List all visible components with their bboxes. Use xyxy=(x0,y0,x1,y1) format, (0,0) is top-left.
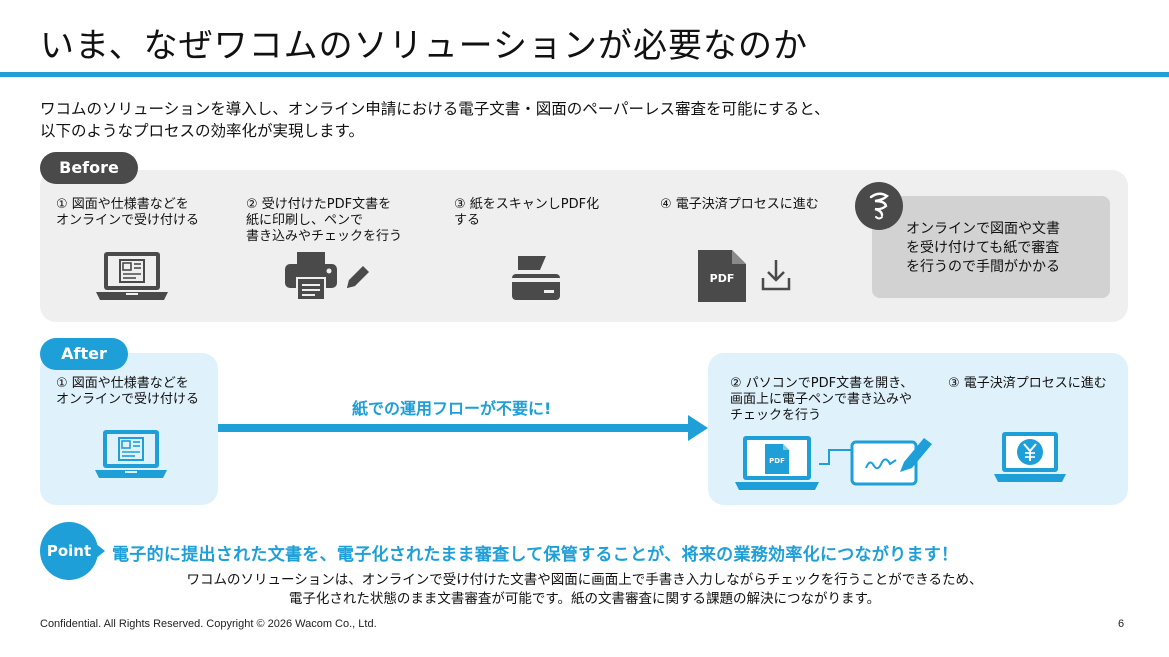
before-label: Before xyxy=(40,152,138,184)
pen-tablet-icon xyxy=(850,432,936,488)
flow-text: 紙での運用フローが不要に! xyxy=(352,399,552,418)
before-step-4: ④ 電子決済プロセスに進む xyxy=(660,197,819,213)
point-badge-tip xyxy=(95,543,105,559)
pdf-label: PDF xyxy=(709,272,735,285)
confused-face-icon xyxy=(855,182,903,230)
step-text: チェックを行う xyxy=(730,408,822,423)
after-panel-left xyxy=(40,353,218,505)
step-text: 書き込みやチェックを行う xyxy=(246,229,403,244)
point-headline: 電子的に提出された文書を、電子化されたまま審査して保管することが、将来の業務効率… xyxy=(112,545,959,565)
flow-arrow xyxy=(218,424,690,432)
step-text: する xyxy=(454,213,481,228)
pdf-label: PDF xyxy=(769,457,785,465)
note-line: を行うので手間がかかる xyxy=(906,259,1060,275)
laptop-yen-icon xyxy=(994,430,1066,486)
after-label: After xyxy=(40,338,128,370)
intro-line-1: ワコムのソリューションを導入し、オンライン申請における電子文書・図面のペーパーレ… xyxy=(40,100,830,118)
scanner-icon xyxy=(512,256,560,300)
note-line: を受け付けても紙で審査 xyxy=(906,240,1060,256)
flow-arrow-head xyxy=(688,415,708,441)
problem-note xyxy=(872,196,1110,298)
step-text: オンラインで受け付ける xyxy=(56,213,200,228)
problem-note-text: オンラインで図面や文書 を受け付けても紙で審査 を行うので手間がかかる xyxy=(906,220,1060,277)
point-badge: Point xyxy=(40,522,98,580)
point-body-line: ワコムのソリューションは、オンラインで受け付けた文書や図面に画面上で手書き入力し… xyxy=(186,572,983,588)
download-icon xyxy=(760,258,792,292)
printer-icon xyxy=(285,252,337,300)
step-text: ② パソコンでPDF文書を開き、 xyxy=(730,376,914,391)
before-step-3: ③ 紙をスキャンしPDF化 する xyxy=(454,197,599,229)
laptop-drawing-icon xyxy=(96,250,168,302)
page-number: 6 xyxy=(1118,618,1125,630)
laptop-drawing-icon xyxy=(95,428,167,480)
before-step-2: ② 受け付けたPDF文書を 紙に印刷し、ペンで 書き込みやチェックを行う xyxy=(246,197,402,245)
copyright-footer: Confidential. All Rights Reserved. Copyr… xyxy=(40,618,377,630)
step-text: ① 図面や仕様書などを xyxy=(56,376,189,391)
after-step-3: ③ 電子決済プロセスに進む xyxy=(948,376,1107,392)
after-step-1: ① 図面や仕様書などを オンラインで受け付ける xyxy=(56,376,199,408)
intro-line-2: 以下のようなプロセスの効率化が実現します。 xyxy=(40,122,364,140)
laptop-pdf-icon: PDF xyxy=(735,434,819,492)
pen-icon xyxy=(343,262,373,292)
page-title: いま、なぜワコムのソリューションが必要なのか xyxy=(40,26,808,66)
step-text: ③ 紙をスキャンしPDF化 xyxy=(454,197,600,212)
intro-text: ワコムのソリューションを導入し、オンライン申請における電子文書・図面のペーパーレ… xyxy=(40,98,830,142)
title-divider xyxy=(0,72,1169,77)
after-step-2: ② パソコンでPDF文書を開き、 画面上に電子ペンで書き込みや チェックを行う xyxy=(730,376,913,424)
step-text: オンラインで受け付ける xyxy=(56,392,200,407)
step-text: ④ 電子決済プロセスに進む xyxy=(660,197,819,212)
note-line: オンラインで図面や文書 xyxy=(906,221,1060,237)
point-body: ワコムのソリューションは、オンラインで受け付けた文書や図面に画面上で手書き入力し… xyxy=(0,571,1169,609)
step-text: ③ 電子決済プロセスに進む xyxy=(948,376,1107,391)
step-text: 画面上に電子ペンで書き込みや xyxy=(730,392,913,407)
cable-connector xyxy=(805,434,855,474)
before-step-1: ① 図面や仕様書などを オンラインで受け付ける xyxy=(56,197,199,229)
pdf-file-icon: PDF xyxy=(698,250,746,302)
step-text: ① 図面や仕様書などを xyxy=(56,197,189,212)
step-text: 紙に印刷し、ペンで xyxy=(246,213,364,228)
point-body-line: 電子化された状態のまま文書審査が可能です。紙の文書審査に関する課題の解決につなが… xyxy=(288,591,881,607)
step-text: ② 受け付けたPDF文書を xyxy=(246,197,392,212)
